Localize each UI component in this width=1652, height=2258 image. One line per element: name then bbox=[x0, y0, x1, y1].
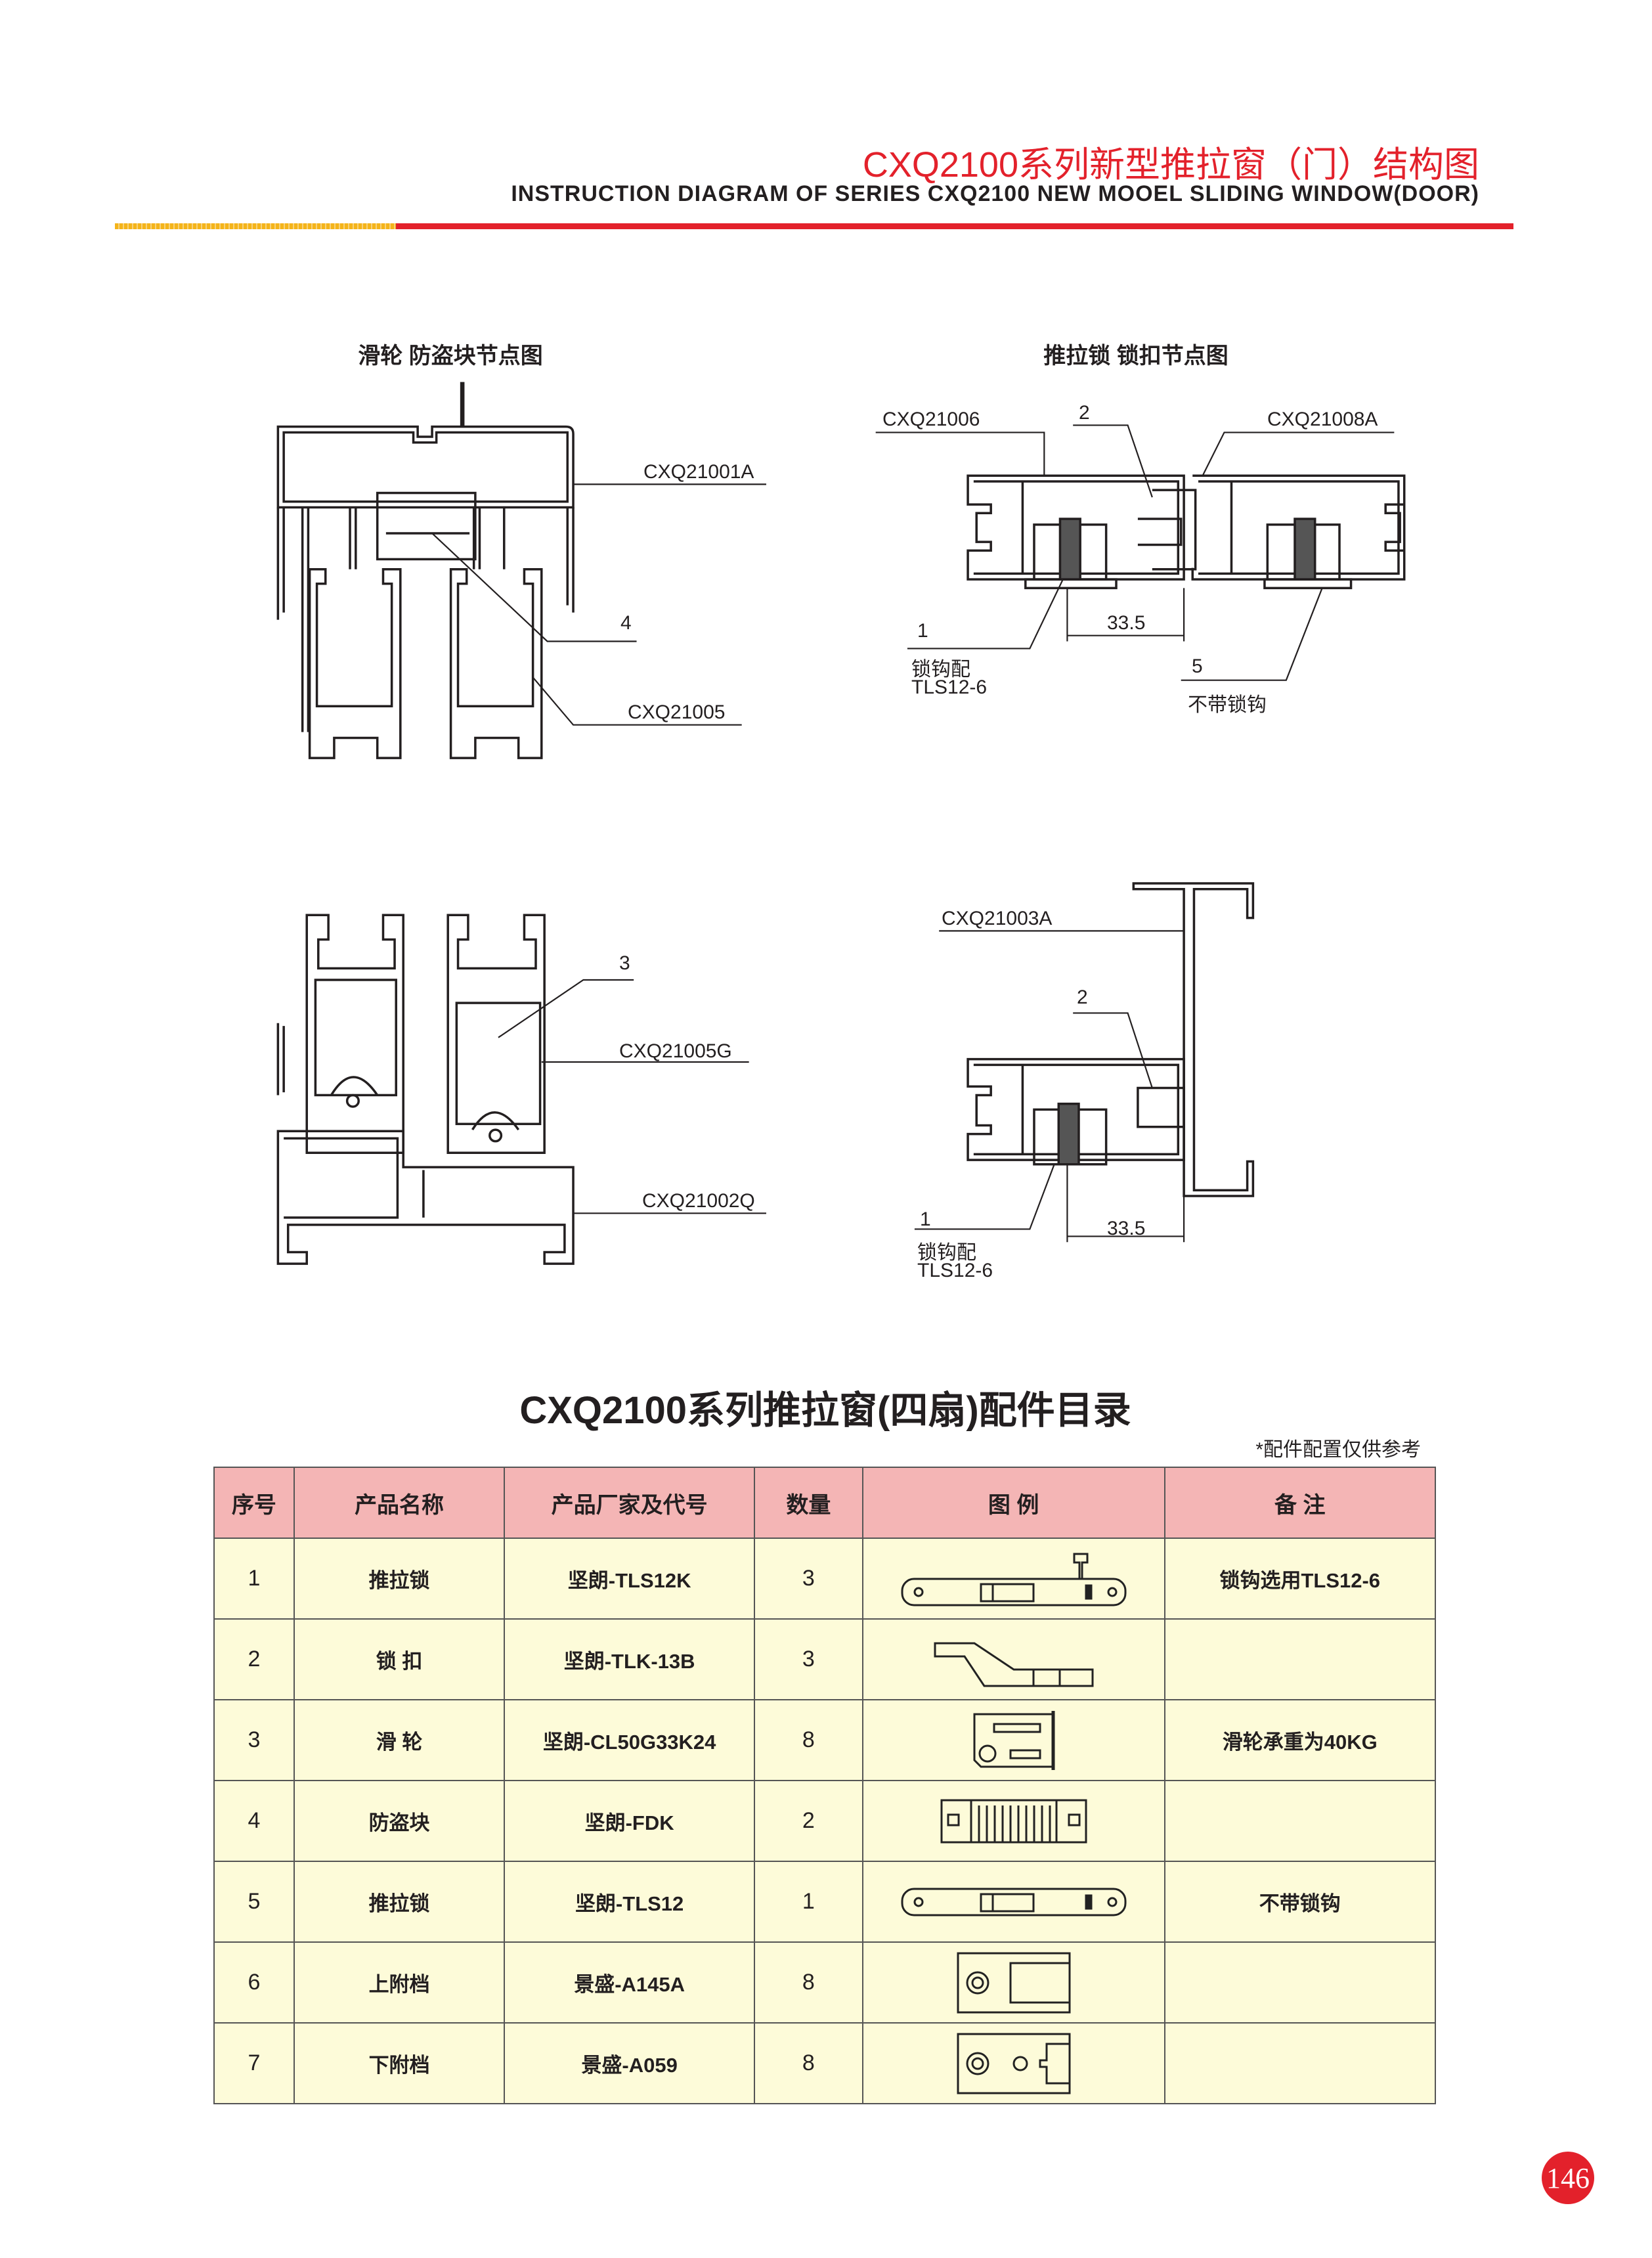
dimension: 33.5 bbox=[1107, 612, 1146, 634]
cell-illustration bbox=[861, 1861, 1165, 1943]
cell-remark: 锁钩选用TLS12-6 bbox=[1163, 1538, 1437, 1620]
cell-qty: 8 bbox=[753, 1699, 863, 1781]
cell-remark: 不带锁钩 bbox=[1163, 1861, 1437, 1943]
label: CXQ21003A bbox=[942, 908, 1053, 929]
roller-icon bbox=[863, 1704, 1164, 1777]
cell-no: 5 bbox=[213, 1861, 295, 1943]
cell-qty: 2 bbox=[753, 1780, 863, 1862]
col-header: 产品厂家及代号 bbox=[504, 1467, 755, 1539]
cell-qty: 3 bbox=[753, 1618, 863, 1700]
label: CXQ21005 bbox=[628, 701, 726, 723]
label: 1 bbox=[920, 1208, 931, 1230]
upper-stop-icon bbox=[863, 1950, 1164, 2016]
label: TLS12-6 bbox=[917, 1260, 993, 1281]
drawing-lock-keeper-node bbox=[967, 882, 1255, 1197]
label: CXQ21006 bbox=[882, 409, 980, 430]
cell-name: 上附档 bbox=[293, 1941, 506, 2024]
cell-remark bbox=[1163, 2022, 1437, 2104]
cell-remark bbox=[1163, 1780, 1437, 1862]
catalog-title: CXQ2100系列推拉窗(四扇)配件目录 bbox=[519, 1389, 1131, 1432]
label: 锁钩配 bbox=[911, 659, 970, 680]
cell-remark bbox=[1163, 1941, 1437, 2024]
table-header-row: 序号 产品名称 产品厂家及代号 数量 图 例 备 注 bbox=[213, 1467, 1437, 1539]
cell-qty: 8 bbox=[753, 1941, 863, 2024]
cell-code: 景盛-A059 bbox=[504, 2022, 755, 2104]
page-number: 146 bbox=[1542, 2152, 1594, 2204]
sliding-lock-with-hook-icon bbox=[863, 1546, 1164, 1612]
cell-remark: 滑轮承重为40KG bbox=[1163, 1699, 1437, 1781]
cell-illustration bbox=[861, 1699, 1165, 1781]
cell-name: 锁 扣 bbox=[293, 1618, 506, 1700]
page-subtitle: INSTRUCTION DIAGRAM OF SERIES CXQ2100 NE… bbox=[511, 181, 1479, 206]
cell-qty: 8 bbox=[753, 2022, 863, 2104]
cell-name: 推拉锁 bbox=[293, 1861, 506, 1943]
cell-code: 坚朗-FDK bbox=[504, 1780, 755, 1862]
cell-illustration bbox=[861, 1618, 1165, 1700]
cell-name: 滑 轮 bbox=[293, 1699, 506, 1781]
label: 4 bbox=[620, 612, 632, 634]
caption-roller-node: 滑轮 防盗块节点图 bbox=[358, 343, 543, 368]
label: CXQ21008A bbox=[1267, 409, 1378, 430]
anti-theft-block-icon bbox=[863, 1795, 1164, 1848]
lower-stop-icon bbox=[863, 2031, 1164, 2096]
label: 1 bbox=[917, 620, 928, 642]
label: 5 bbox=[1192, 655, 1203, 677]
cell-illustration bbox=[861, 2022, 1165, 2104]
label: 3 bbox=[619, 952, 630, 974]
dimension: 33.5 bbox=[1107, 1218, 1146, 1239]
cell-illustration bbox=[861, 1538, 1165, 1620]
cell-no: 3 bbox=[213, 1699, 295, 1781]
cell-code: 坚朗-TLK-13B bbox=[504, 1618, 755, 1700]
label: CXQ21001A bbox=[643, 461, 754, 483]
cell-code: 坚朗-TLS12 bbox=[504, 1861, 755, 1943]
cell-no: 4 bbox=[213, 1780, 295, 1862]
cell-no: 7 bbox=[213, 2022, 295, 2104]
col-header: 产品名称 bbox=[293, 1467, 506, 1539]
cell-name: 推拉锁 bbox=[293, 1538, 506, 1620]
label: CXQ21005G bbox=[619, 1040, 732, 1062]
catalog-note: *配件配置仅供参考 bbox=[1255, 1439, 1421, 1461]
cell-qty: 3 bbox=[753, 1538, 863, 1620]
drawing-roller-node bbox=[276, 382, 575, 759]
label: 锁钩配 bbox=[917, 1242, 976, 1264]
col-header: 数量 bbox=[753, 1467, 863, 1539]
page-title: CXQ2100系列新型推拉窗（门）结构图 bbox=[862, 145, 1479, 185]
cell-qty: 1 bbox=[753, 1861, 863, 1943]
label: 2 bbox=[1079, 402, 1090, 424]
cell-no: 2 bbox=[213, 1618, 295, 1700]
label: 不带锁钩 bbox=[1188, 694, 1267, 716]
col-header: 图 例 bbox=[861, 1467, 1165, 1539]
drawing-lock-node bbox=[967, 474, 1406, 590]
cell-code: 坚朗-TLS12K bbox=[504, 1538, 755, 1620]
header-rule-red bbox=[396, 223, 1513, 229]
cell-illustration bbox=[861, 1780, 1165, 1862]
cell-no: 1 bbox=[213, 1538, 295, 1620]
header-rule-yellow bbox=[115, 223, 396, 229]
lock-keeper-icon bbox=[863, 1630, 1164, 1689]
drawing-frame-node bbox=[276, 914, 575, 1265]
col-header: 备 注 bbox=[1163, 1467, 1437, 1539]
col-header: 序号 bbox=[213, 1467, 295, 1539]
cell-remark bbox=[1163, 1618, 1437, 1700]
cell-name: 防盗块 bbox=[293, 1780, 506, 1862]
cell-illustration bbox=[861, 1941, 1165, 2024]
label: CXQ21002Q bbox=[642, 1190, 755, 1212]
label: TLS12-6 bbox=[911, 676, 988, 698]
cell-name: 下附档 bbox=[293, 2022, 506, 2104]
cell-code: 景盛-A145A bbox=[504, 1941, 755, 2024]
cell-no: 6 bbox=[213, 1941, 295, 2024]
label: 2 bbox=[1077, 986, 1088, 1008]
caption-lock-node: 推拉锁 锁扣节点图 bbox=[1043, 343, 1228, 368]
sliding-lock-icon bbox=[863, 1882, 1164, 1922]
cell-code: 坚朗-CL50G33K24 bbox=[504, 1699, 755, 1781]
